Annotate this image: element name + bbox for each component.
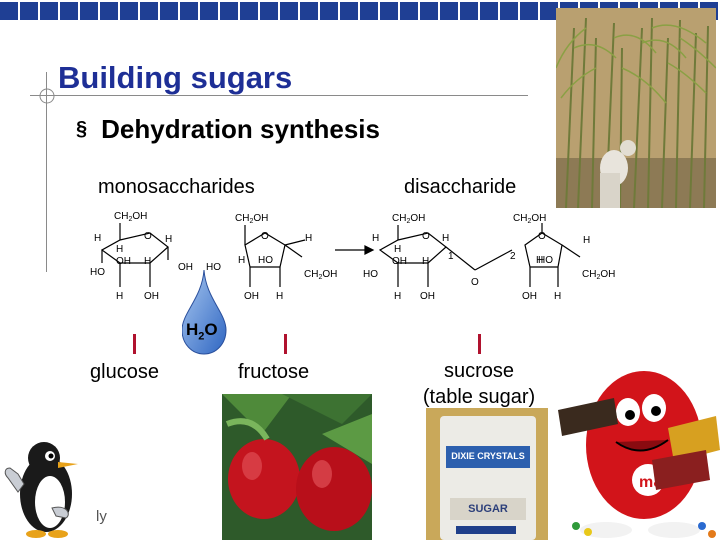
sucrose-h5: H	[536, 255, 543, 266]
sucrose-oh3: OH	[522, 291, 537, 302]
sucrose-h2: H	[394, 244, 401, 255]
sucrose-ho2: HO	[538, 255, 553, 266]
sucrose-h7: H	[394, 291, 401, 302]
glucose-h3: H	[144, 256, 151, 267]
title-rule	[30, 95, 528, 96]
glucose-h4: H	[165, 234, 172, 245]
fructose-structure	[244, 225, 306, 287]
carbon-2: 2	[510, 251, 516, 262]
sugar-bag-photo: DIXIE CRYSTALS SUGAR	[426, 408, 548, 540]
glucose-o: O	[144, 231, 152, 242]
water-label: H2O	[186, 320, 218, 343]
fructose-labels: CH2OH O HO H HO H CH2OH OH H	[206, 213, 337, 302]
fructose-h2: H	[305, 233, 312, 244]
mm-candy-photo: m&m	[556, 350, 720, 540]
glucose-ch2oh: CH2OH	[114, 211, 147, 223]
sucrose-ch2oh1: CH2OH	[392, 213, 425, 225]
sucrose-ch2oh3: CH2OH	[582, 269, 615, 281]
sugar-product-text: SUGAR	[468, 503, 508, 515]
glucose-oh2: OH	[178, 262, 193, 273]
footer-fragment: ly	[96, 508, 107, 525]
fructose-h1: H	[238, 255, 245, 266]
fructose-h3: H	[276, 291, 283, 302]
glucose-h2: H	[116, 244, 123, 255]
bullet-marker: §	[76, 118, 88, 140]
slide-title: Building sugars	[58, 60, 293, 95]
reaction-arrow	[335, 245, 375, 255]
glucose-oh1: OH	[116, 256, 131, 267]
fructose-tick	[284, 334, 287, 354]
sucrose-o2: O	[538, 231, 546, 242]
fructose-label: fructose	[238, 361, 310, 383]
sugarcane-photo	[556, 8, 716, 208]
sucrose-h1: H	[372, 233, 379, 244]
sucrose-common-name: (table sugar)	[422, 386, 536, 408]
bullet-text: Dehydration synthesis	[101, 114, 380, 144]
monosaccharides-label: monosaccharides	[98, 176, 255, 198]
sucrose-h4: H	[442, 233, 449, 244]
glycosidic-o: O	[471, 277, 479, 288]
glucose-ho: HO	[90, 267, 105, 278]
fructose-o: O	[261, 231, 269, 242]
bullet-item: § Dehydration synthesis	[76, 114, 380, 145]
sugar-brand-text: DIXIE CRYSTALS	[451, 451, 525, 461]
disaccharide-label: disaccharide	[404, 176, 517, 198]
glucose-tick	[133, 334, 136, 354]
penguin-mascot-icon	[4, 442, 78, 538]
sucrose-label: sucrose (table sugar)	[406, 358, 552, 410]
sucrose-h6: H	[583, 235, 590, 246]
glucose-labels: CH2OH O H H OH H H HO OH H OH	[90, 211, 193, 302]
sucrose-h3: H	[422, 256, 429, 267]
apples-photo	[222, 394, 372, 540]
dehydration-reaction-diagram: CH2OH O H H OH H H HO OH H OH CH2OH O HO…	[90, 211, 615, 302]
fructose-ho1: HO	[206, 262, 221, 273]
sucrose-o1: O	[422, 231, 430, 242]
fructose-ch2oh2: CH2OH	[304, 269, 337, 281]
glucose-label: glucose	[90, 361, 159, 383]
left-rule	[46, 72, 47, 272]
sucrose-h8: H	[554, 291, 561, 302]
glucose-oh3: OH	[144, 291, 159, 302]
sucrose-labels: CH2OH O H H OH H H 1 HO O 2 CH2OH O H HO…	[363, 213, 615, 302]
glucose-h5: H	[116, 291, 123, 302]
crosshair-circle	[39, 88, 55, 104]
sucrose-tick	[478, 334, 481, 354]
water-drop-icon	[182, 269, 227, 355]
sucrose-name: sucrose	[443, 360, 515, 382]
sucrose-ho1: HO	[363, 269, 378, 280]
sucrose-oh1: OH	[392, 256, 407, 267]
sucrose-oh2: OH	[420, 291, 435, 302]
fructose-oh: OH	[244, 291, 259, 302]
glucose-structure	[100, 223, 169, 287]
carbon-1: 1	[448, 251, 454, 262]
sucrose-ch2oh2: CH2OH	[513, 213, 546, 225]
fructose-ch2oh1: CH2OH	[235, 213, 268, 225]
fructose-ho2: HO	[258, 255, 273, 266]
glucose-h1: H	[94, 233, 101, 244]
sucrose-structure	[378, 223, 581, 287]
